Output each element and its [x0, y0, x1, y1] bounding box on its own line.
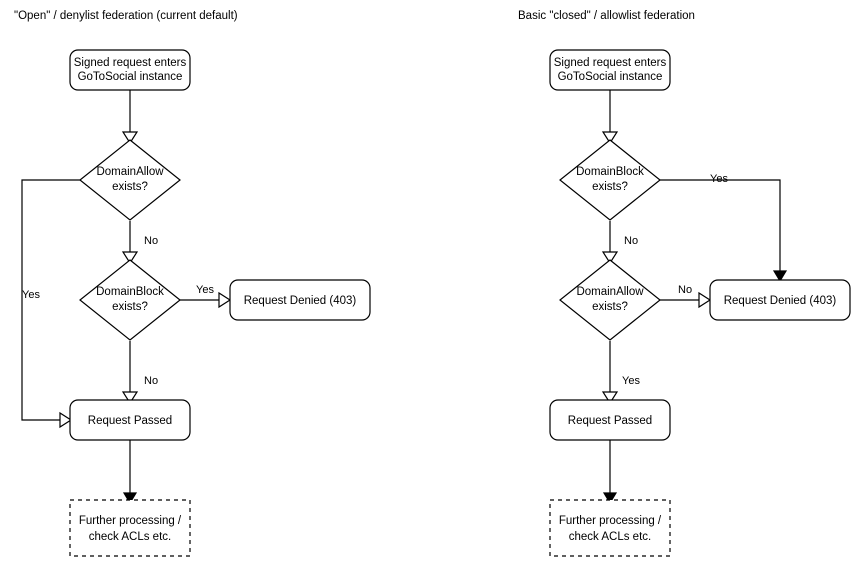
edge-label-allow-no-left: No	[144, 235, 158, 247]
node-entry-left-line2: GoToSocial instance	[78, 71, 183, 83]
node-further-processing-right[interactable]	[549, 499, 671, 557]
node-domainallow-left[interactable]	[79, 139, 181, 221]
panel-title-denylist: "Open" / denylist federation (current de…	[14, 10, 238, 22]
edge-label-allow-no-right: No	[678, 284, 692, 296]
edge-label-allow-yes-left: Yes	[22, 289, 40, 301]
node-request-passed-right[interactable]	[549, 399, 671, 441]
node-request-passed-right-label: Request Passed	[568, 415, 652, 427]
node-domainallow-left-line2: exists?	[112, 181, 148, 193]
arrowhead-block-no-right	[601, 251, 619, 265]
arrowhead-block-yes-left	[218, 291, 232, 309]
node-domainallow-right[interactable]	[559, 259, 661, 341]
node-domainblock-left[interactable]	[79, 259, 181, 341]
edge-block-yes-right	[660, 179, 781, 272]
node-further-processing-right-line2: check ACLs etc.	[569, 531, 651, 543]
node-request-denied-right[interactable]	[709, 279, 851, 321]
arrowhead-allow-no-left	[121, 251, 139, 265]
edge-label-block-no-right: No	[624, 235, 638, 247]
arrowhead-entry-to-block-right	[601, 131, 619, 145]
node-further-processing-right-line1: Further processing /	[559, 515, 662, 527]
node-entry-right-line1: Signed request enters	[554, 57, 667, 69]
node-domainallow-right-line2: exists?	[592, 301, 628, 313]
node-entry-left[interactable]	[69, 49, 191, 91]
node-further-processing-left-line1: Further processing /	[79, 515, 182, 527]
node-domainblock-right-line2: exists?	[592, 181, 628, 193]
edge-allow-yes-left	[21, 179, 80, 421]
node-domainblock-left-line2: exists?	[112, 301, 148, 313]
panel-title-allowlist: Basic "closed" / allowlist federation	[518, 10, 695, 22]
node-entry-left-line1: Signed request enters	[74, 57, 187, 69]
node-request-passed-left-label: Request Passed	[88, 415, 172, 427]
edge-label-block-yes-left: Yes	[196, 284, 214, 296]
arrowhead-block-no-left	[121, 391, 139, 405]
node-further-processing-left[interactable]	[69, 499, 191, 557]
arrowhead-block-yes-right	[772, 270, 788, 283]
arrowhead-passed-to-further-left	[122, 492, 138, 505]
node-request-denied-left-label: Request Denied (403)	[244, 295, 357, 307]
node-request-passed-left[interactable]	[69, 399, 191, 441]
node-domainblock-right-line1: DomainBlock	[576, 166, 644, 178]
node-request-denied-left[interactable]	[229, 279, 371, 321]
edge-label-allow-yes-right: Yes	[622, 375, 640, 387]
node-entry-right-line2: GoToSocial instance	[558, 71, 663, 83]
arrowhead-allow-no-right	[698, 291, 712, 309]
node-domainallow-left-line1: DomainAllow	[96, 166, 164, 178]
arrowhead-allow-yes-left	[59, 411, 73, 429]
node-entry-right[interactable]	[549, 49, 671, 91]
node-domainallow-right-line1: DomainAllow	[576, 286, 644, 298]
node-request-denied-right-label: Request Denied (403)	[724, 295, 837, 307]
node-further-processing-left-line2: check ACLs etc.	[89, 531, 171, 543]
node-domainblock-left-line1: DomainBlock	[96, 286, 164, 298]
edge-label-block-no-left: No	[144, 375, 158, 387]
node-domainblock-right[interactable]	[559, 139, 661, 221]
arrowhead-allow-yes-right	[601, 391, 619, 405]
arrowhead-entry-to-allow-left	[121, 131, 139, 145]
arrowhead-passed-to-further-right	[602, 492, 618, 505]
edge-label-block-yes-right: Yes	[710, 173, 728, 185]
